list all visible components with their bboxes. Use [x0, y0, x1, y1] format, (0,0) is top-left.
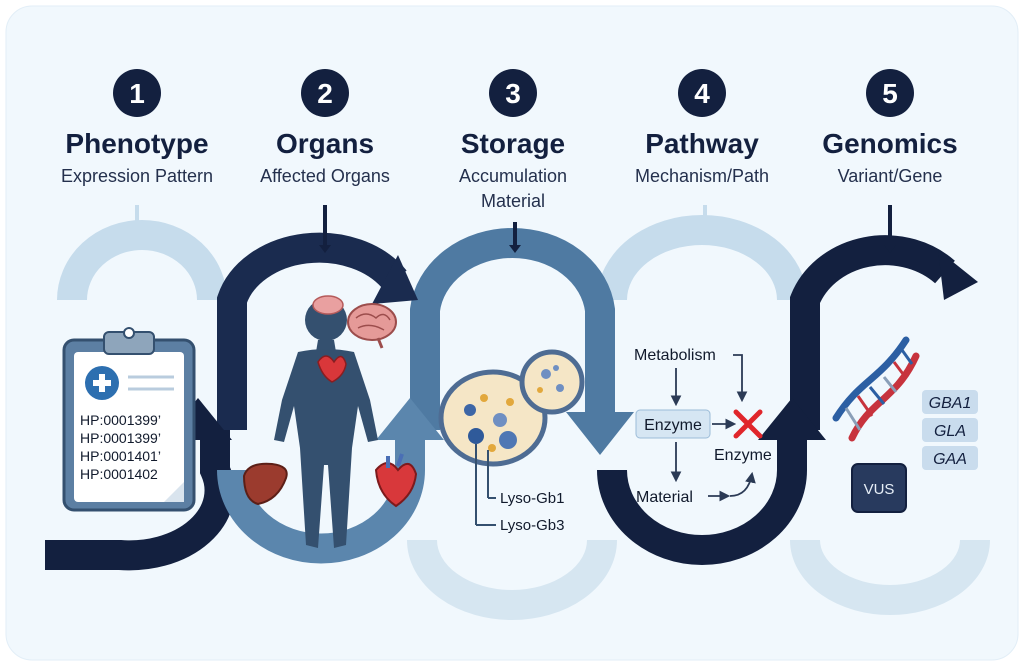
gene-badge-2 [922, 418, 978, 442]
step-5-badge [866, 69, 914, 117]
step-3-number: 3 [505, 78, 521, 109]
step-3-title: Storage [461, 128, 565, 159]
dna-icon [832, 336, 920, 442]
arc-top-3 [410, 228, 615, 430]
gene-1: GBA1 [929, 395, 972, 412]
human-body-icon [242, 295, 418, 548]
clipboard-icon: HP:0001399’ HP:0001399’ HP:0001401’ HP:0… [62, 327, 196, 512]
arc-top-2 [217, 232, 407, 430]
arrowhead-up-4 [758, 398, 826, 440]
hpo-term-4: HP:0001402 [80, 466, 158, 482]
step-3-badge [489, 69, 537, 117]
heart-icon [374, 453, 418, 508]
pathway-material: Material [636, 489, 693, 506]
gene-3: GAA [933, 451, 967, 468]
step-5-number: 5 [882, 78, 898, 109]
step-2-subtitle: Affected Organs [260, 166, 390, 186]
arc-top-4 [597, 215, 807, 301]
step-3-subtitle-line2: Material [481, 191, 545, 211]
gene-list: GBA1 GLA GAA [922, 390, 978, 470]
arc-top-5 [790, 235, 955, 430]
liver-icon [242, 462, 288, 506]
hpo-term-1: HP:0001399’ [80, 412, 161, 428]
hpo-term-3: HP:0001401’ [80, 448, 161, 464]
step-2-number: 2 [317, 78, 333, 109]
brain-small-icon [312, 295, 344, 315]
arc-bottom-4 [597, 430, 807, 565]
step-3-header: 3 Storage Accumulation Material [459, 69, 567, 211]
step-5-subtitle: Variant/Gene [838, 166, 943, 186]
step-5-title: Genomics [822, 128, 957, 159]
cell-icon: Lyso-Gb1 Lyso-Gb3 [438, 349, 585, 534]
step-4-title: Pathway [645, 128, 759, 159]
arrowhead-down-3 [566, 412, 634, 455]
step-2-header: 2 Organs Affected Organs [260, 69, 390, 186]
arrowhead-right-5 [938, 250, 978, 300]
step-4-number: 4 [694, 78, 710, 109]
gene-2: GLA [934, 423, 966, 440]
heart-small-icon [317, 355, 347, 383]
vus-chip-icon: VUS [851, 463, 907, 513]
gene-badge-3 [922, 446, 978, 470]
step-5-header: 5 Genomics Variant/Gene [822, 69, 958, 186]
step-1-title: Phenotype [65, 128, 208, 159]
step-3-subtitle-line1: Accumulation [459, 166, 567, 186]
arrowhead-up-2 [376, 398, 444, 440]
arc-top-1 [57, 220, 227, 301]
arrowhead-right-2 [372, 255, 418, 304]
step-1-header: 1 Phenotype Expression Pattern [61, 69, 213, 186]
step-1-badge [113, 69, 161, 117]
step-4-header: 4 Pathway Mechanism/Path [635, 69, 769, 186]
arc-bottom-3 [407, 539, 617, 620]
brain-icon [347, 303, 397, 349]
blocked-x-icon [733, 409, 763, 439]
step-2-badge [301, 69, 349, 117]
step-4-subtitle: Mechanism/Path [635, 166, 769, 186]
step-1-number: 1 [129, 78, 145, 109]
pathway-enzyme-blocked: Enzyme [714, 447, 772, 464]
pathway-enzyme: Enzyme [644, 417, 702, 434]
vus-label: VUS [864, 481, 895, 498]
pathway-enzyme-box [635, 409, 711, 439]
hpo-term-2: HP:0001399’ [80, 430, 161, 446]
pathway-block-icon: Metabolism Enzyme Enzyme Material [634, 347, 772, 506]
arc-bottom-5 [790, 539, 990, 615]
storage-label-1: Lyso-Gb1 [500, 490, 564, 507]
connectors [135, 205, 896, 253]
step-2-title: Organs [276, 128, 374, 159]
storage-label-2: Lyso-Gb3 [500, 517, 564, 534]
gene-badge-1 [922, 390, 978, 414]
pathway-metabolism: Metabolism [634, 347, 716, 364]
step-4-badge [678, 69, 726, 117]
step-1-subtitle: Expression Pattern [61, 166, 213, 186]
